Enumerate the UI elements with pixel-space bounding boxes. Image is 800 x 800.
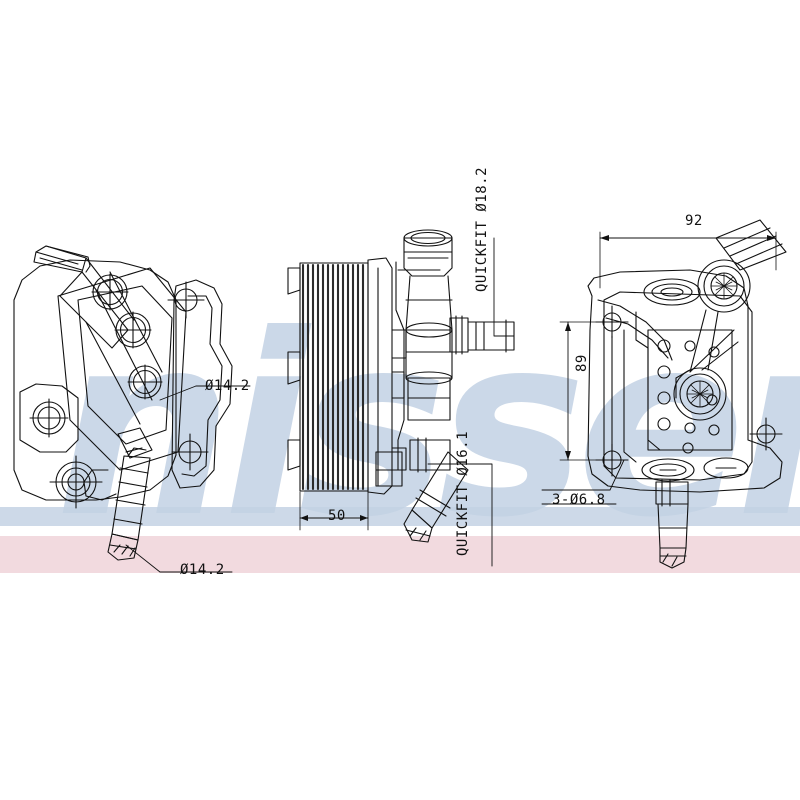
dimension-label-diameter-14-2-upper: Ø14.2	[205, 378, 250, 394]
center-view-geometry	[287, 229, 515, 567]
background-band-blue	[0, 507, 800, 526]
dimension-label-width-92: 92	[685, 213, 703, 229]
dimension-label-quickfit-16-1: QUICKFIT Ø16.1	[455, 430, 471, 556]
dimension-label-diameter-14-2-lower: Ø14.2	[180, 562, 225, 578]
dimension-label-height-89: 89	[574, 354, 590, 372]
left-view-geometry	[13, 245, 251, 573]
background-band-pink	[0, 536, 800, 573]
dimension-label-core-width-50: 50	[328, 508, 346, 524]
dimension-label-quickfit-18-2: QUICKFIT Ø18.2	[474, 166, 490, 292]
right-view-geometry	[541, 219, 787, 569]
dimension-label-holes-3x6-8: 3-Ø6.8	[552, 492, 606, 508]
